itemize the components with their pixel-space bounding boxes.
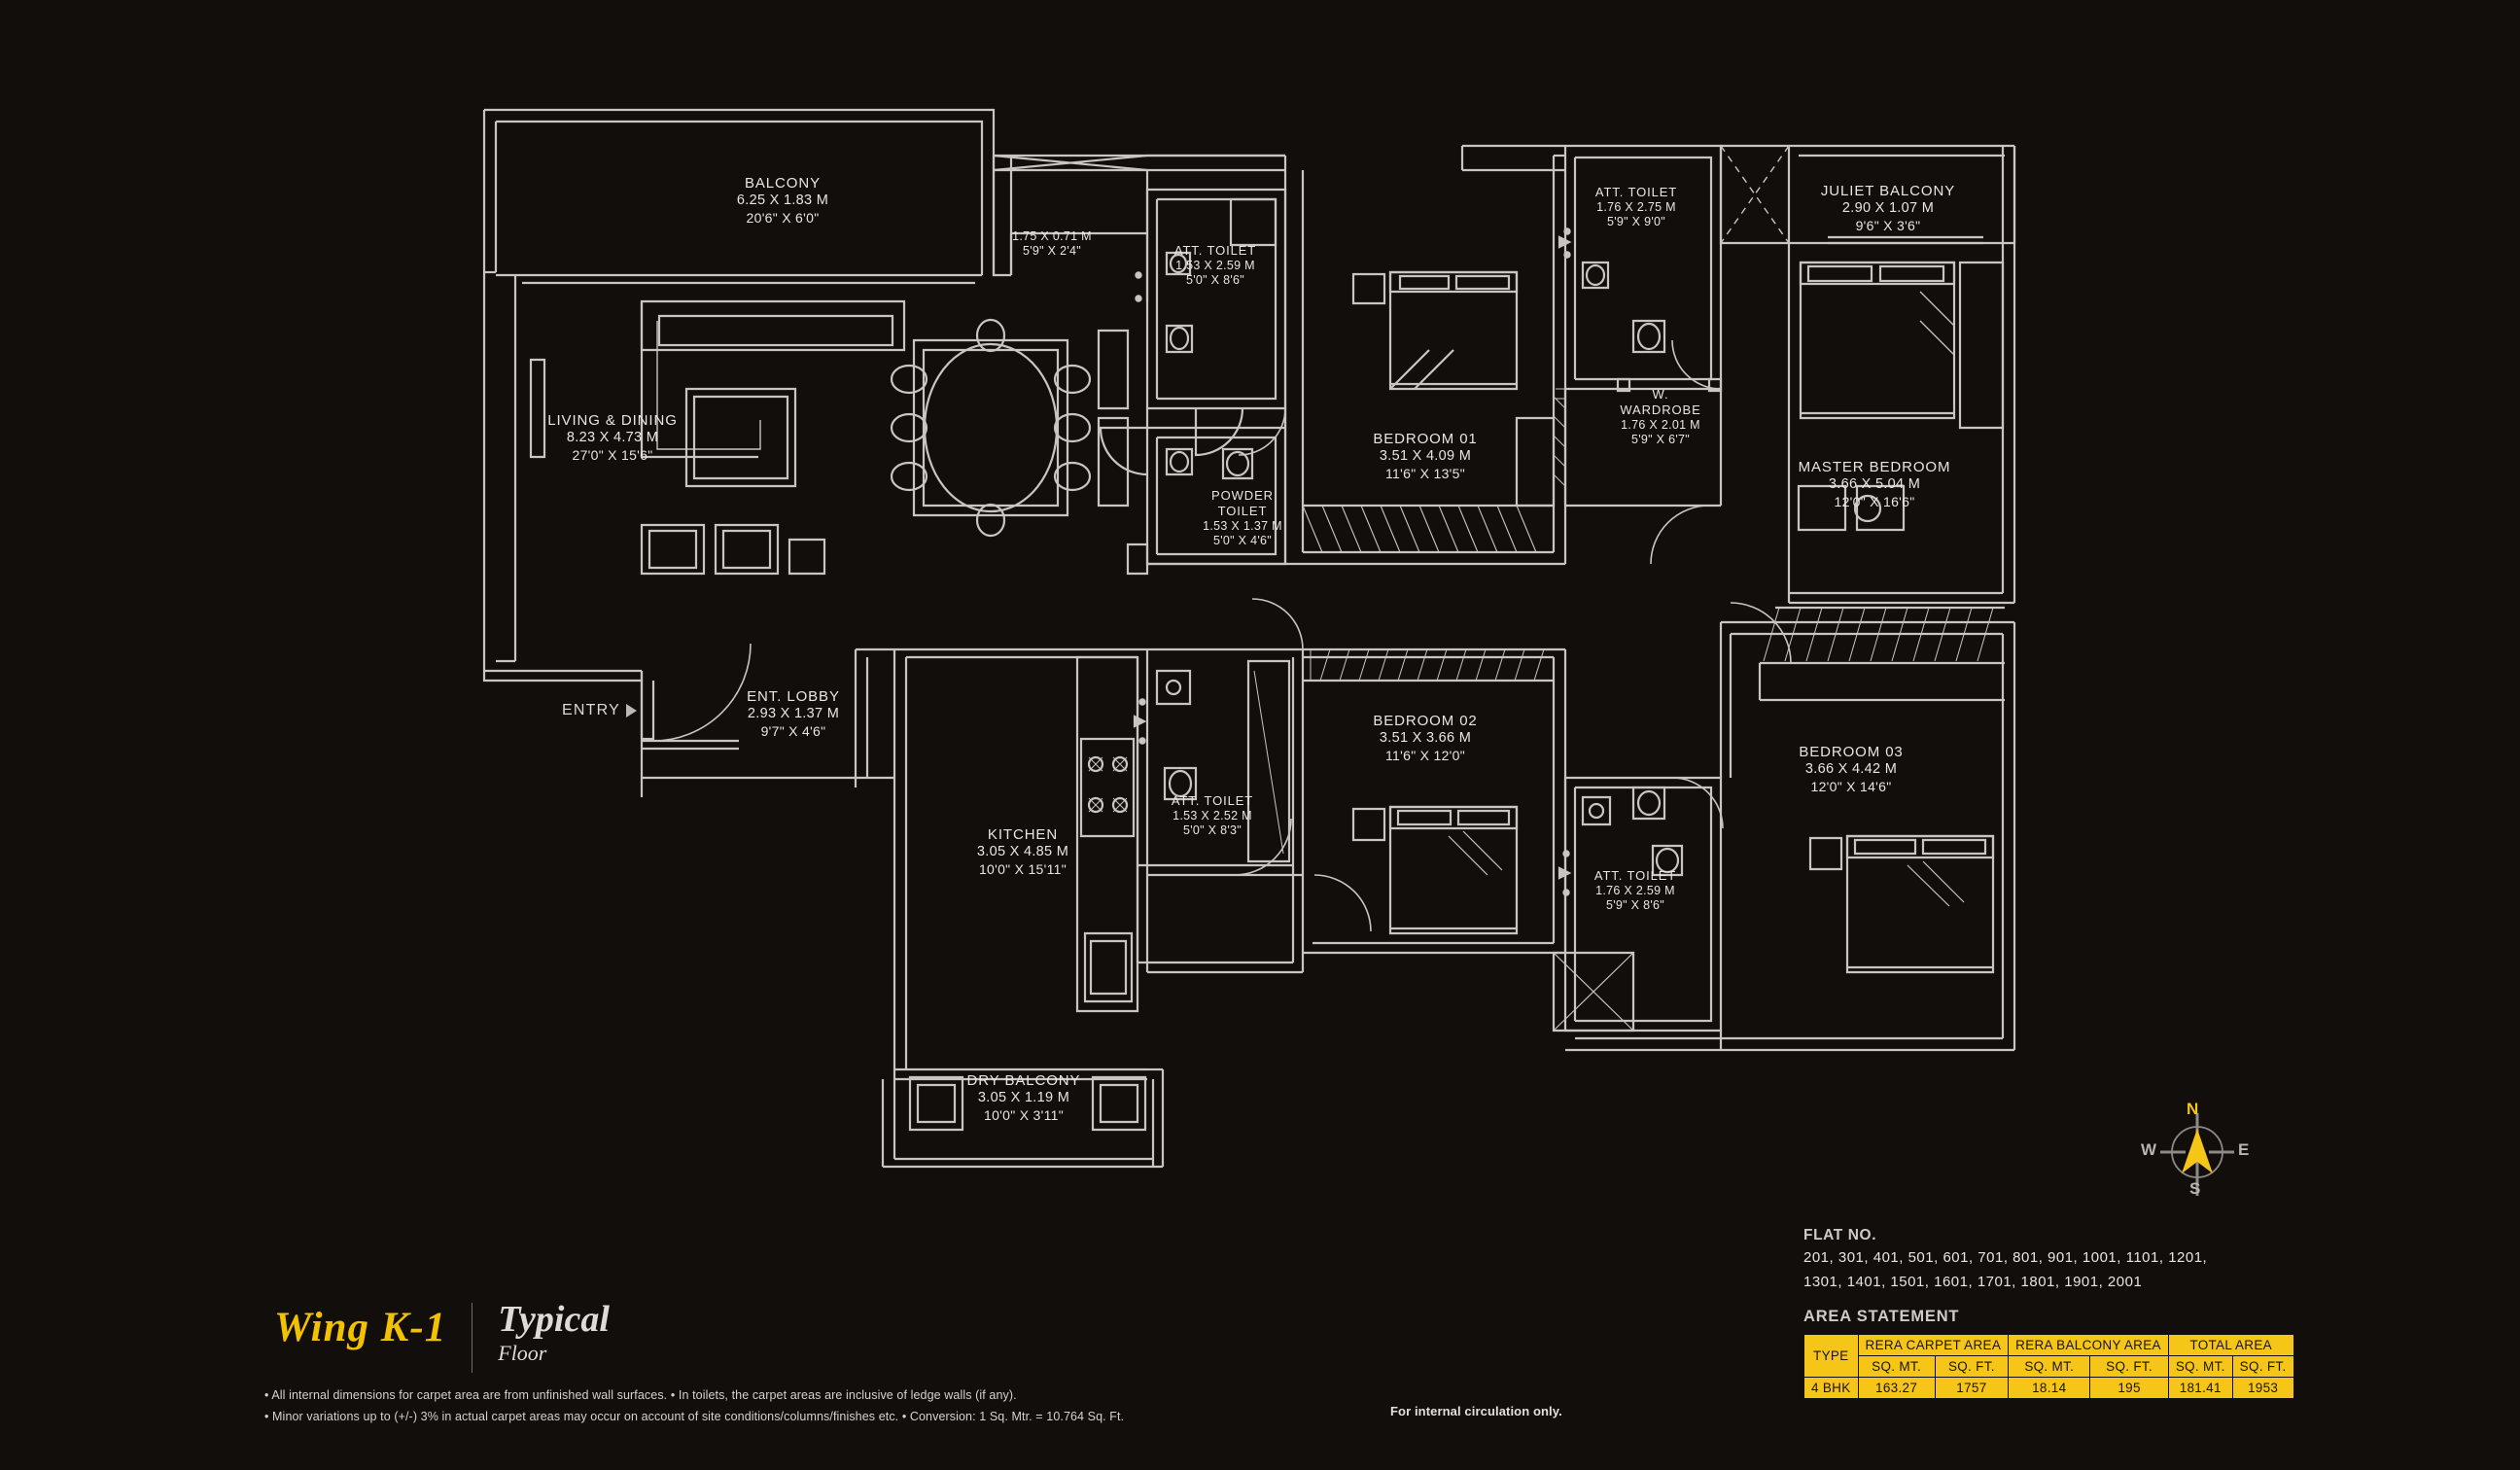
header-carpet-sqmt: SQ. MT. xyxy=(1857,1355,1936,1378)
room-label-powder-toilet: POWDER TOILET 1.53 X 1.37 M 5'0" X 4'6" xyxy=(1203,488,1282,547)
room-label-living-dining: LIVING & DINING 8.23 X 4.73 M 27'0" X 15… xyxy=(547,412,678,463)
disclaimer-line-1: • All internal dimensions for carpet are… xyxy=(264,1388,1017,1402)
room-label-dry-balcony: DRY BALCONY 3.05 X 1.19 M 10'0" X 3'11" xyxy=(966,1072,1081,1123)
floor-type-title: Typical Floor xyxy=(498,1299,610,1365)
cell-carpet-sqft: 1757 xyxy=(1934,1377,2010,1399)
compass-east-label: E xyxy=(2238,1140,2250,1159)
cell-carpet-sqmt: 163.27 xyxy=(1857,1377,1936,1399)
disclaimer-notes: • All internal dimensions for carpet are… xyxy=(264,1385,1124,1428)
room-label-att-toilet-3: ATT. TOILET 1.53 X 2.52 M 5'0" X 8'3" xyxy=(1171,793,1254,838)
internal-circulation-note: For internal circulation only. xyxy=(1390,1404,1562,1418)
header-type: TYPE xyxy=(1803,1334,1859,1378)
compass-rose: N S W E xyxy=(2139,1100,2256,1201)
room-label-bedroom-02: BEDROOM 02 3.51 X 3.66 M 11'6" X 12'0" xyxy=(1373,713,1478,763)
header-rera-carpet-area: RERA CARPET AREA xyxy=(1857,1334,2010,1356)
flat-number-heading: FLAT NO. xyxy=(1803,1227,1877,1243)
table-header-group-row: TYPE RERA CARPET AREA RERA BALCONY AREA … xyxy=(1803,1334,2294,1378)
compass-west-label: W xyxy=(2141,1140,2157,1159)
cell-total-sqmt: 181.41 xyxy=(2167,1377,2233,1399)
header-rera-balcony-area: RERA BALCONY AREA xyxy=(2008,1334,2169,1356)
disclaimer-line-2: • Minor variations up to (+/-) 3% in act… xyxy=(264,1409,1125,1423)
area-statement-heading: AREA STATEMENT xyxy=(1803,1308,1960,1325)
room-label-master-bedroom: MASTER BEDROOM 3.66 X 5.04 M 12'0" X 16'… xyxy=(1798,459,1951,509)
entry-marker: ENTRY xyxy=(562,702,637,719)
room-label-bedroom-01: BEDROOM 01 3.51 X 4.09 M 11'6" X 13'5" xyxy=(1373,431,1478,481)
table-row: 4 BHK 163.27 1757 18.14 195 181.41 1953 xyxy=(1803,1377,2294,1399)
header-total-sqmt: SQ. MT. xyxy=(2167,1355,2233,1378)
flat-number-line-2: 1301, 1401, 1501, 1601, 1701, 1801, 1901… xyxy=(1803,1274,2143,1291)
flat-number-line-1: 201, 301, 401, 501, 601, 701, 801, 901, … xyxy=(1803,1249,2208,1266)
room-label-passage: 1.75 X 0.71 M 5'9" X 2'4" xyxy=(1012,229,1092,259)
header-balcony-sqft: SQ. FT. xyxy=(2089,1355,2169,1378)
header-total-area: TOTAL AREA xyxy=(2167,1334,2294,1356)
area-statement-table: TYPE RERA CARPET AREA RERA BALCONY AREA … xyxy=(1803,1334,2294,1399)
cell-type: 4 BHK xyxy=(1803,1377,1859,1399)
header-carpet-sqft: SQ. FT. xyxy=(1934,1355,2010,1378)
flat-number-block: FLAT NO. 201, 301, 401, 501, 601, 701, 8… xyxy=(1803,1227,2207,1294)
cell-balcony-sqmt: 18.14 xyxy=(2008,1377,2091,1399)
compass-south-label: S xyxy=(2189,1179,2201,1198)
header-total-sqft: SQ. FT. xyxy=(2231,1355,2294,1378)
room-label-juliet-balcony: JULIET BALCONY 2.90 X 1.07 M 9'6" X 3'6" xyxy=(1820,183,1956,233)
room-label-att-toilet-4: ATT. TOILET 1.76 X 2.59 M 5'9" X 8'6" xyxy=(1593,868,1677,913)
floor-type-main: Typical xyxy=(498,1299,610,1340)
room-label-w-wardrobe: W. WARDROBE 1.76 X 2.01 M 5'9" X 6'7" xyxy=(1620,387,1701,446)
room-label-kitchen: KITCHEN 3.05 X 4.85 M 10'0" X 15'11" xyxy=(976,826,1069,877)
brand-block: Wing K-1 Typical Floor xyxy=(274,1299,610,1373)
room-label-att-toilet-2: ATT. TOILET 1.76 X 2.75 M 5'9" X 9'0" xyxy=(1594,185,1678,229)
entry-label-text: ENTRY xyxy=(562,702,620,718)
cell-balcony-sqft: 195 xyxy=(2089,1377,2169,1399)
table-header-unit-row: SQ. MT. SQ. FT. SQ. MT. SQ. FT. SQ. MT. … xyxy=(1804,1355,2294,1378)
room-label-ent-lobby: ENT. LOBBY 2.93 X 1.37 M 9'7" X 4'6" xyxy=(747,688,840,739)
wing-title: Wing K-1 xyxy=(274,1305,447,1350)
room-label-att-toilet-1: ATT. TOILET 1.53 X 2.59 M 5'0" X 8'6" xyxy=(1173,243,1257,288)
floor-type-sub: Floor xyxy=(498,1340,547,1365)
room-label-balcony: BALCONY 6.25 X 1.83 M 20'6" X 6'0" xyxy=(736,175,829,226)
entry-arrow-icon xyxy=(625,704,637,718)
header-balcony-sqmt: SQ. MT. xyxy=(2008,1355,2091,1378)
room-label-bedroom-03: BEDROOM 03 3.66 X 4.42 M 12'0" X 14'6" xyxy=(1799,744,1904,794)
compass-north-label: N xyxy=(2187,1100,2199,1118)
cell-total-sqft: 1953 xyxy=(2231,1377,2294,1399)
